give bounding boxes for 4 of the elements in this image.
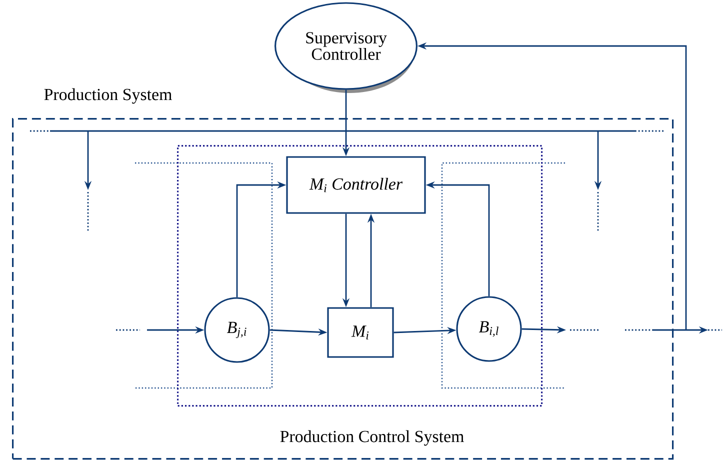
machine-box: M$_{i}$ [327, 307, 394, 358]
controller-box: M$_{i}$ Controller [286, 156, 426, 214]
boundary-label: Production Control System [280, 430, 464, 446]
boundary-label: Production System [44, 88, 172, 104]
